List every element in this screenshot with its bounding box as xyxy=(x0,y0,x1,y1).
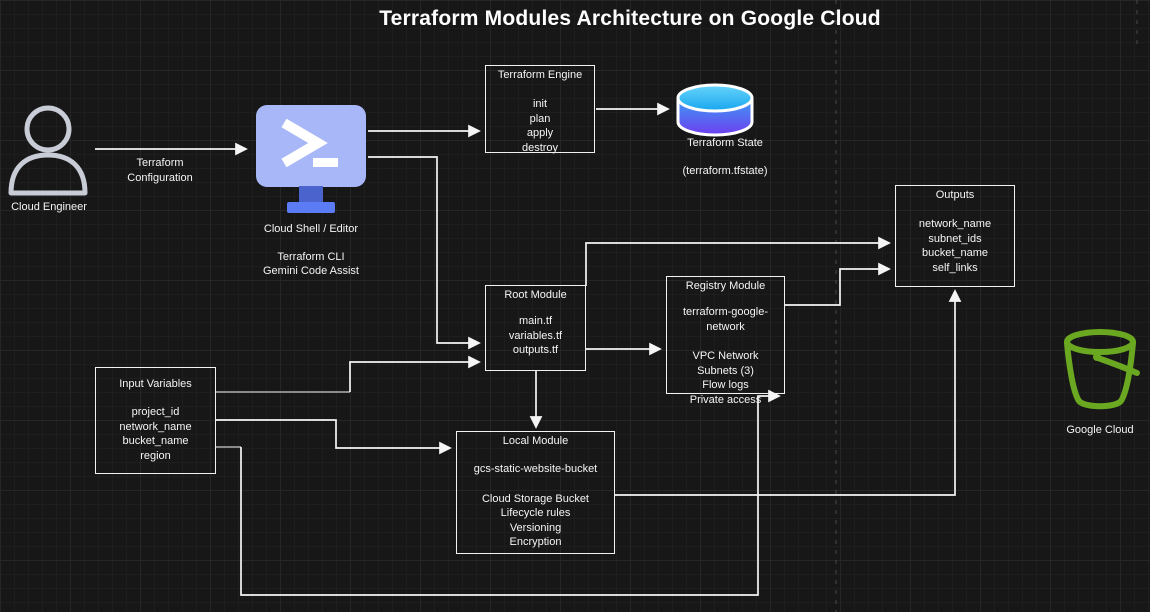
engine-item: destroy xyxy=(521,141,559,154)
engine-item: init xyxy=(532,98,548,110)
node-title: Outputs xyxy=(935,189,975,201)
input-variable: project_id xyxy=(131,406,180,418)
page-title: Terraform Modules Architecture on Google… xyxy=(379,7,881,30)
google-cloud-bucket-icon xyxy=(1064,329,1140,410)
node-input-variables: Input Variables project_id network_name … xyxy=(95,367,216,474)
gemini-code-assist-label: Gemini Code Assist xyxy=(263,265,359,277)
registry-module-name: terraform-google-network xyxy=(683,306,768,333)
node-title: Registry Module xyxy=(685,280,766,292)
root-item: main.tf xyxy=(518,315,552,327)
node-local-module: Local Module gcs-static-website-bucket C… xyxy=(456,431,615,554)
root-item: variables.tf xyxy=(508,329,563,342)
input-variable: bucket_name xyxy=(122,435,189,447)
node-title: Terraform Engine xyxy=(497,69,583,81)
connector-inputs-to-root xyxy=(349,355,481,392)
engine-item: apply xyxy=(526,127,554,139)
terraform-state-label: Terraform State xyxy=(687,137,763,149)
node-registry-module: Registry Module terraform-google-network… xyxy=(666,276,785,406)
engine-item: plan xyxy=(529,112,551,125)
registry-feature: VPC Network xyxy=(692,350,759,362)
root-item: outputs.tf xyxy=(512,344,559,356)
node-title: Input Variables xyxy=(119,378,192,390)
node-terraform-engine: Terraform Engine init plan apply destroy xyxy=(485,65,595,154)
local-module-name: gcs-static-website-bucket xyxy=(473,463,598,475)
terraform-cli-label: Terraform CLI xyxy=(277,251,345,263)
connector-inputs-to-local xyxy=(216,419,452,455)
terraform-state-icon xyxy=(676,83,754,137)
registry-feature: Subnets (3) xyxy=(697,364,754,377)
output-item: network_name xyxy=(918,218,992,230)
output-item: self_links xyxy=(932,261,978,274)
connector-registry-to-outputs xyxy=(785,262,891,306)
local-feature: Encryption xyxy=(509,536,562,548)
node-title: Root Module xyxy=(504,289,567,301)
output-item: subnet_ids xyxy=(928,232,982,245)
node-root-module: Root Module main.tf variables.tf outputs… xyxy=(485,285,586,371)
google-cloud-label: Google Cloud xyxy=(1066,424,1134,436)
node-outputs: Outputs network_name subnet_ids bucket_n… xyxy=(895,185,1015,287)
input-variable: region xyxy=(140,449,171,462)
output-item: bucket_name xyxy=(921,247,989,259)
tfstate-file-label: (terraform.tfstate) xyxy=(682,165,768,177)
cloud-engineer-icon xyxy=(8,105,88,196)
local-feature: Cloud Storage Bucket xyxy=(481,492,589,505)
local-feature: Lifecycle rules xyxy=(500,507,571,519)
engineer-arrow-label: Terraform Configuration xyxy=(127,157,193,184)
local-feature: Versioning xyxy=(509,521,562,534)
registry-feature: Flow logs xyxy=(702,379,749,391)
input-variable: network_name xyxy=(119,420,192,433)
cloud-shell-icon xyxy=(256,105,366,213)
node-title: Local Module xyxy=(502,435,569,447)
cloud-shell-label: Cloud Shell / Editor xyxy=(263,223,359,235)
registry-feature: Private access xyxy=(689,393,762,406)
cloud-engineer-label: Cloud Engineer xyxy=(11,201,87,213)
connector-shell-to-root xyxy=(368,156,481,350)
